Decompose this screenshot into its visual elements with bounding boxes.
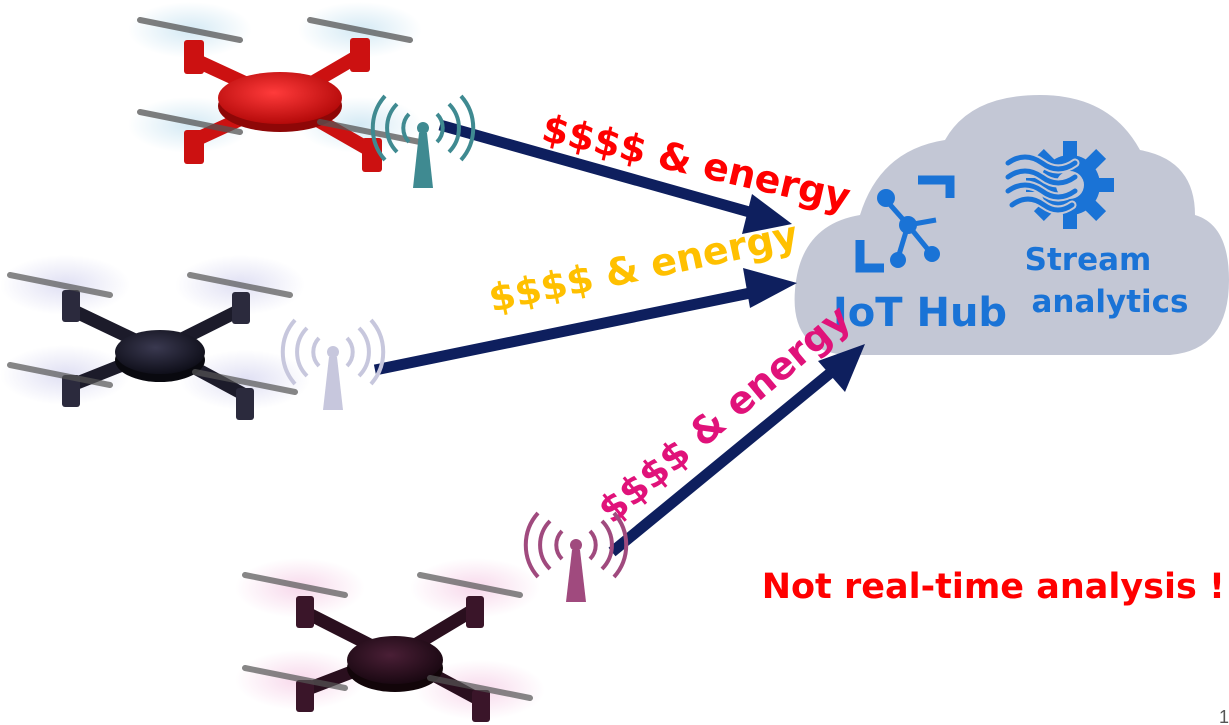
iot-hub-icon [855, 175, 955, 273]
page-number: 1 [1219, 707, 1229, 725]
antenna-icon-red [370, 94, 476, 188]
iot-hub-label: IoT Hub [833, 290, 1007, 336]
arrow-dark [373, 268, 797, 376]
stream-analytics-icon [1003, 141, 1114, 229]
stream-label-line2: analytics [1031, 284, 1188, 320]
cloud-icon [794, 95, 1229, 355]
arrow-red [438, 119, 792, 234]
drone-icon-dark [0, 255, 310, 420]
drone-icon-maroon [235, 558, 545, 722]
antenna-icon-maroon [523, 511, 629, 602]
antenna-icon-dark [280, 318, 386, 410]
arrow-maroon [608, 344, 865, 557]
warning-text: Not real-time analysis ! [762, 567, 1225, 607]
drone-icon-red [128, 2, 423, 172]
link-label-maroon: $$$$ & energy [590, 296, 860, 532]
stream-label-line1: Stream [1025, 242, 1152, 278]
